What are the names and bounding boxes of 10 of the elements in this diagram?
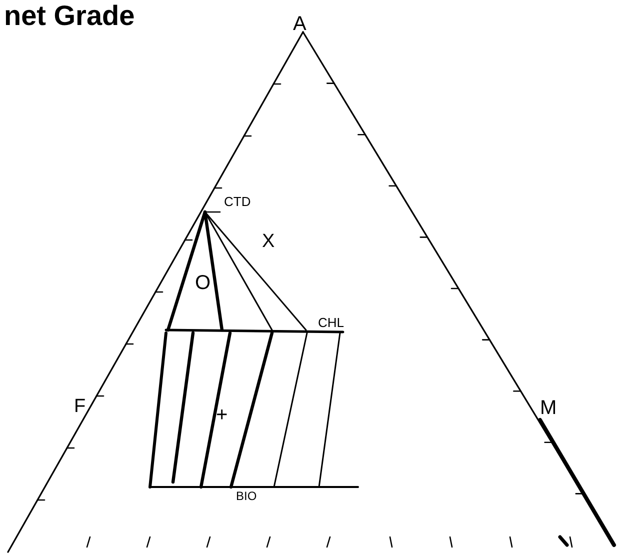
axis-label: A	[293, 14, 306, 34]
axis-label: M	[540, 398, 557, 418]
title: net Grade	[4, 0, 135, 32]
axis-label: CHL	[318, 316, 344, 329]
axis-label: X	[262, 232, 275, 251]
axis-label: F	[74, 397, 86, 416]
axis-label: O	[195, 273, 211, 293]
axis-label: BIO	[236, 490, 257, 502]
axis-label: +	[216, 405, 228, 425]
axis-label: CTD	[224, 195, 251, 208]
